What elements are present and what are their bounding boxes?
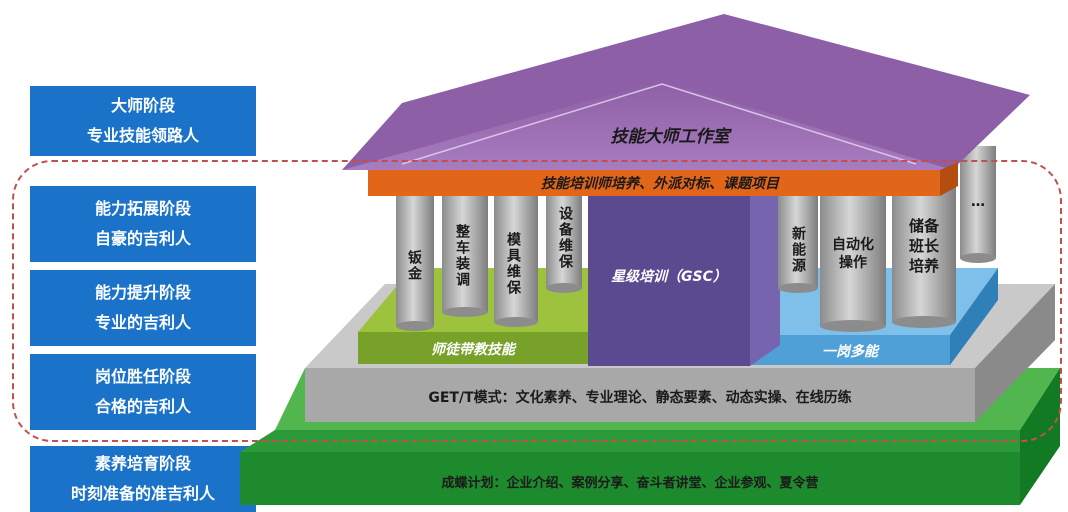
stage-master: 大师阶段 专业技能领路人: [30, 86, 256, 156]
pillar-vehicle-assembly-label: 整车装调: [454, 224, 470, 288]
platform-left-front: [358, 332, 588, 364]
pillar-equipment-maintenance: [546, 194, 582, 293]
stage-competence-subtitle: 合格的吉利人: [94, 397, 191, 416]
stage-improvement-subtitle: 专业的吉利人: [94, 313, 191, 332]
center-label: 星级培训（GSC）: [611, 269, 727, 285]
platform-right-side: [950, 268, 998, 365]
pillar-automation-label: 自动化操作: [832, 237, 874, 271]
pillar-sheet-metal: [396, 196, 434, 331]
pillar-automation: [820, 194, 886, 332]
pillar-more: [960, 146, 996, 263]
beam-label: 技能培训师培养、外派对标、课题项目: [541, 176, 779, 192]
stage-cultivation: 素养培育阶段 时刻准备的准吉利人: [30, 446, 256, 512]
gray-base-label: GET/T模式：文化素养、专业理论、静态要素、动态实操、在线历练: [428, 390, 852, 406]
platform-right-label: 一岗多能: [822, 344, 878, 360]
green-base-label: 成蝶计划：企业介绍、案例分享、奋斗者讲堂、企业参观、夏令营: [441, 476, 819, 491]
stage-expansion-subtitle: 自豪的吉利人: [94, 229, 191, 248]
center-block-side: [750, 180, 780, 366]
pillar-more-label: …: [971, 194, 985, 210]
pillar-reserve-leader: [892, 186, 956, 328]
beam-front: [368, 170, 940, 196]
platform-right-front: [750, 335, 950, 365]
stage-expansion: 能力拓展阶段 自豪的吉利人: [30, 186, 256, 262]
pillar-mold-maintenance: [494, 194, 538, 327]
beam-side: [940, 162, 958, 196]
pillar-equipment-maintenance-label: 设备维保: [557, 206, 573, 270]
pillar-reserve-leader-label: 储备班长培养: [908, 217, 939, 275]
pillar-vehicle-assembly: [442, 194, 488, 317]
stage-master-title: 大师阶段: [110, 95, 175, 115]
stage-cultivation-title: 素养培育阶段: [94, 453, 191, 473]
center-block-front: [588, 196, 750, 366]
stage-improvement-title: 能力提升阶段: [94, 282, 191, 302]
roof-title: 技能大师工作室: [610, 127, 730, 147]
stage-competence: 岗位胜任阶段 合格的吉利人: [30, 354, 256, 430]
stage-expansion-title: 能力拓展阶段: [94, 198, 191, 218]
stage-improvement: 能力提升阶段 专业的吉利人: [30, 270, 256, 346]
platform-left-label: 师徒带教技能: [431, 342, 515, 358]
pillar-mold-maintenance-label: 模具维保: [505, 232, 521, 296]
pillar-new-energy: [778, 194, 818, 293]
dashed-capability-region: [12, 160, 1062, 442]
stage-cultivation-subtitle: 时刻准备的准吉利人: [70, 484, 215, 503]
gray-base-front: [305, 368, 975, 422]
roof-front: [342, 80, 952, 170]
gray-base-side: [975, 284, 1055, 422]
pillar-sheet-metal-label: 钣金: [406, 250, 422, 282]
roof-outline: [401, 83, 917, 165]
stage-competence-title: 岗位胜任阶段: [94, 366, 191, 386]
green-base-front: [240, 452, 1020, 505]
stage-master-subtitle: 专业技能领路人: [86, 126, 199, 145]
pillar-new-energy-label: 新能源: [790, 226, 806, 274]
